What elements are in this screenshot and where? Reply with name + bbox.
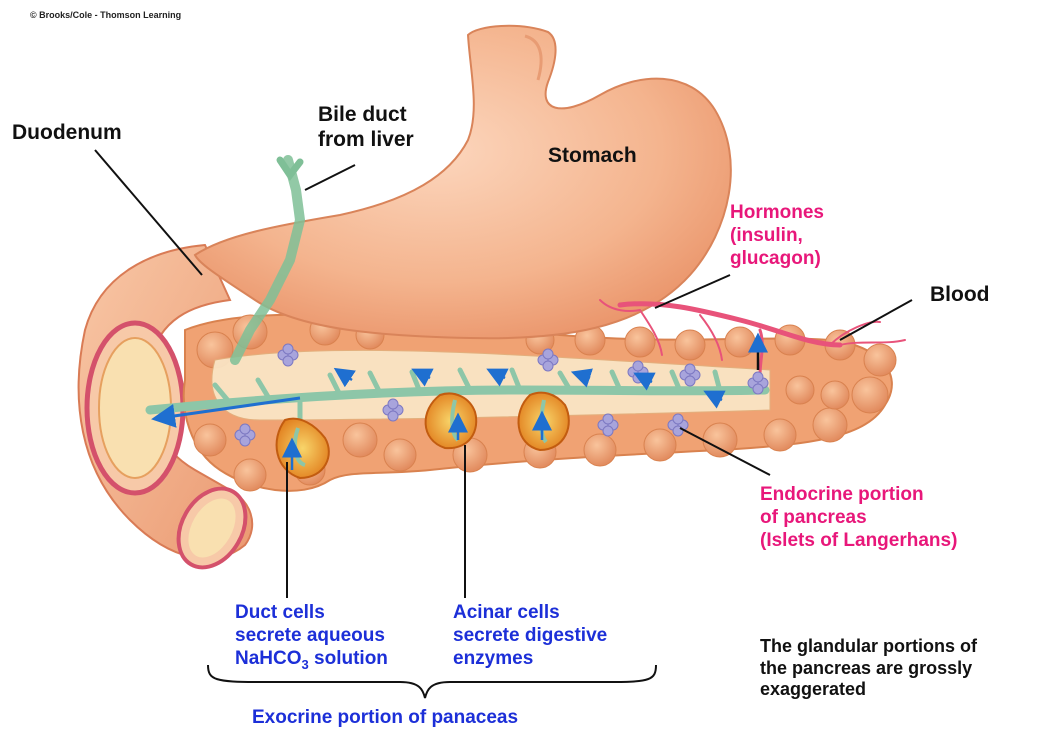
- note-line-2: the pancreas are grossly: [760, 658, 977, 680]
- hormones-line-2: (insulin,: [730, 225, 824, 248]
- endocrine-label: Endocrine portion of pancreas (Islets of…: [760, 484, 957, 552]
- bile-duct-label: Bile duct from liver: [318, 102, 414, 152]
- endocrine-line-3: (Islets of Langerhans): [760, 530, 957, 553]
- acinar-cells-label: Acinar cells secrete digestive enzymes: [453, 602, 607, 670]
- hormones-label: Hormones (insulin, glucagon): [730, 202, 824, 270]
- duodenum-label: Duodenum: [12, 120, 122, 145]
- exocrine-label: Exocrine portion of panaceas: [252, 707, 518, 730]
- solution-text: solution: [309, 648, 388, 669]
- duct-cells-line-3: NaHCO3 solution: [235, 648, 388, 672]
- nahco3-text: NaHCO: [235, 648, 302, 669]
- stomach-label: Stomach: [548, 143, 637, 168]
- acinar-line-3: enzymes: [453, 648, 607, 671]
- note-line-1: The glandular portions of: [760, 636, 977, 658]
- hormones-line-1: Hormones: [730, 202, 824, 225]
- hormones-line-3: glucagon): [730, 248, 824, 271]
- copyright-text: © Brooks/Cole - Thomson Learning: [30, 10, 181, 21]
- note-line-3: exaggerated: [760, 679, 977, 701]
- endocrine-line-1: Endocrine portion: [760, 484, 957, 507]
- nahco3-subscript: 3: [302, 656, 309, 671]
- acinar-line-2: secrete digestive: [453, 625, 607, 648]
- duct-cells-line-1: Duct cells: [235, 602, 388, 625]
- duct-cells-label: Duct cells secrete aqueous NaHCO3 soluti…: [235, 602, 388, 672]
- note-text: The glandular portions of the pancreas a…: [760, 636, 977, 701]
- bile-duct-line-2: from liver: [318, 127, 414, 152]
- bile-duct-line-1: Bile duct: [318, 102, 414, 127]
- acinar-line-1: Acinar cells: [453, 602, 607, 625]
- blood-label: Blood: [930, 282, 989, 307]
- duct-cells-line-2: secrete aqueous: [235, 625, 388, 648]
- endocrine-line-2: of pancreas: [760, 507, 957, 530]
